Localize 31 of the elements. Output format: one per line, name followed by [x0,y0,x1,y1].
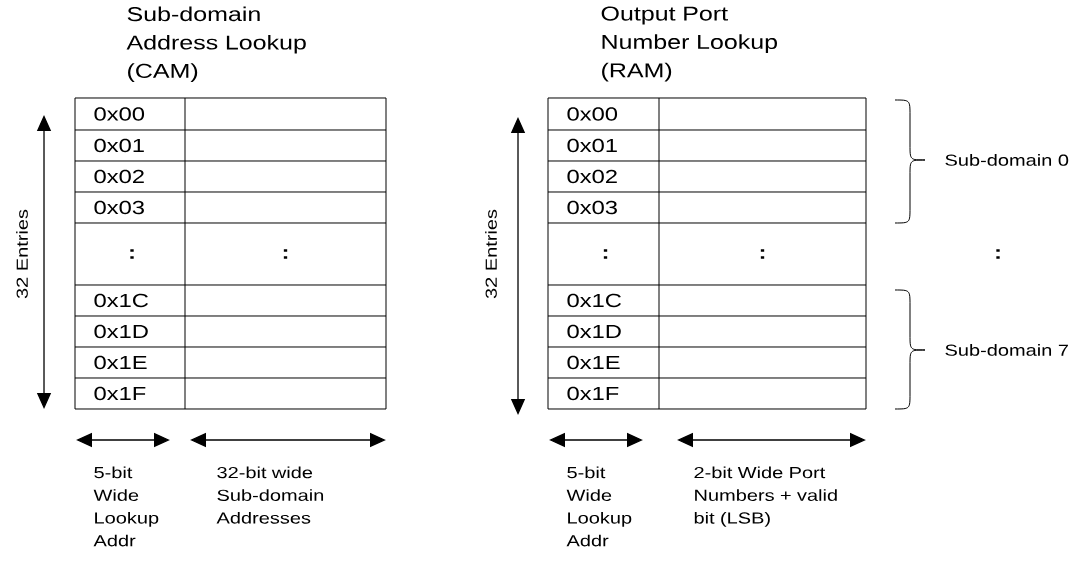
address-label: 0x03 [567,200,617,215]
address-label: 0x1F [94,386,146,401]
address-label: 0x1D [94,324,148,339]
dimension-label: 5-bit Wide Lookup Addr [566,466,632,547]
ellipsis: : [283,249,288,259]
table-title: Output Port Number Lookup (RAM) [601,6,777,82]
address-label: 0x1C [567,293,622,308]
address-label: 0x02 [567,169,617,184]
address-label: 0x01 [567,138,617,153]
group-label: Sub-domain 7 [945,344,1068,356]
address-label: 0x1F [567,386,619,401]
entries-label: 32 Entries [16,209,28,299]
ellipsis: : [130,249,134,259]
address-label: 0x00 [94,107,145,121]
address-label: 0x1E [94,355,147,370]
ellipsis: : [760,249,765,259]
address-label: 0x00 [567,107,618,121]
ellipsis: : [996,249,1000,259]
table-title: Sub-domain Address Lookup (CAM) [126,6,306,82]
address-label: 0x1E [567,355,620,370]
dimension-label: 2-bit Wide Port Numbers + valid bit (LSB) [694,466,837,527]
ellipsis: : [603,249,608,259]
dimension-label: 32-bit wide Sub-domain Addresses [216,466,323,524]
address-label: 0x1C [94,293,149,308]
address-label: 0x02 [94,169,144,184]
dimension-label: 5-bit Wide Lookup Addr [93,466,159,547]
group-label: Sub-domain 0 [945,154,1069,166]
address-label: 0x01 [94,138,144,153]
address-label: 0x1D [567,324,621,339]
entries-label: 32 Entries [485,209,497,299]
address-label: 0x03 [94,200,144,215]
